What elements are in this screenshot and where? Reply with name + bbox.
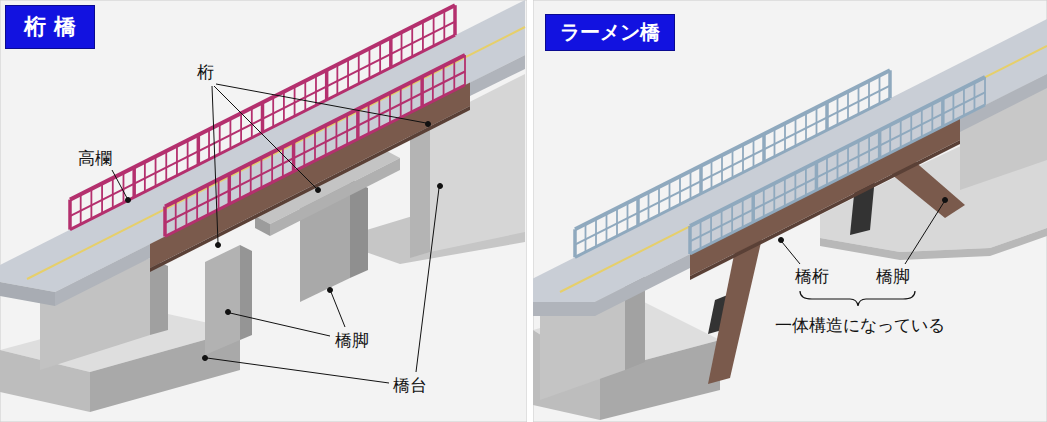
part-label: 橋台: [393, 376, 427, 395]
bracket: [800, 291, 915, 306]
title-text: 桁 橋: [24, 12, 76, 42]
railing: [690, 77, 985, 254]
girder-bridge: [0, 0, 527, 422]
part-label: 橋桁: [795, 267, 829, 286]
title-text: ラーメン橋: [560, 19, 660, 46]
road-deck: [533, 19, 1047, 302]
pier: [205, 245, 240, 355]
road-deck: [0, 0, 525, 292]
title-box: 桁 橋: [5, 5, 95, 49]
leader-line: [779, 198, 948, 265]
leader-line: [112, 84, 443, 383]
railing: [70, 5, 455, 229]
part-label: 桁: [197, 63, 214, 82]
girder: [150, 82, 470, 268]
rigid-frame-bridge: [533, 0, 1047, 422]
railing: [165, 55, 465, 237]
part-label: 一体構造になっている: [775, 316, 945, 335]
part-label: 橋脚: [335, 331, 369, 350]
title-box: ラーメン橋: [545, 14, 675, 51]
girder: [690, 118, 960, 276]
part-label: 橋脚: [876, 267, 910, 286]
part-label: 高欄: [78, 149, 112, 168]
